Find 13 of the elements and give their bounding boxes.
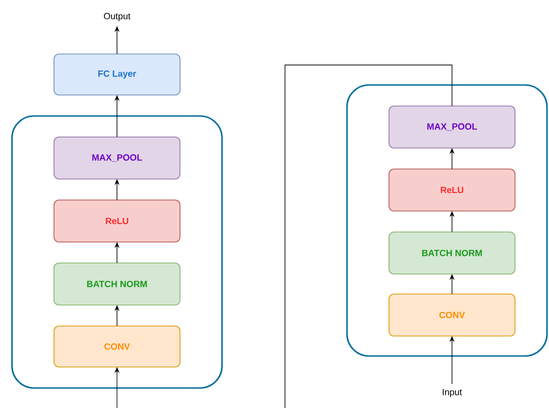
layer-box: BATCH NORM xyxy=(54,262,180,306)
block-container xyxy=(346,84,548,357)
layer-box: MAX_POOL xyxy=(54,136,180,180)
layer-box: FC Layer xyxy=(54,54,180,96)
layer-box: ReLU xyxy=(388,168,516,212)
io-label: Output xyxy=(104,12,130,22)
layer-box: CONV xyxy=(388,294,516,336)
layer-box: BATCH NORM xyxy=(388,232,516,274)
block-container xyxy=(11,115,223,389)
layer-box: MAX_POOL xyxy=(388,106,516,148)
io-label: Input xyxy=(442,388,462,398)
layer-box: ReLU xyxy=(54,200,180,242)
layer-box: CONV xyxy=(54,326,180,368)
